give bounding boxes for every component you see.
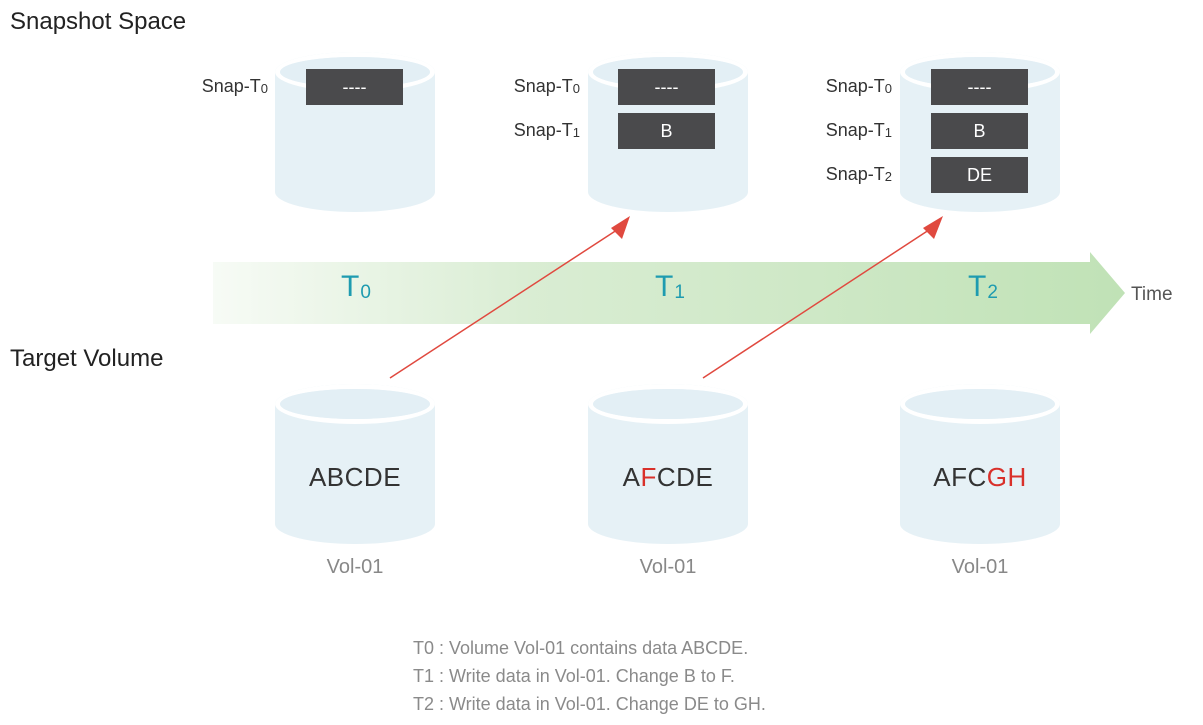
volume-name: Vol-01 — [951, 556, 1009, 578]
volume-name: Vol-01 — [326, 556, 384, 578]
time-point-t1: T1 — [655, 270, 685, 303]
snapshot-space-title: Snapshot Space — [10, 8, 187, 35]
snapshot-block: DE — [931, 157, 1028, 193]
time-axis-label: Time — [1131, 284, 1173, 305]
snap-label: Snap-T0 — [825, 76, 892, 96]
snapshot-block: ---- — [618, 69, 715, 105]
snap-label: Snap-T2 — [825, 164, 892, 184]
target-volume-title: Target Volume — [10, 345, 164, 372]
snap-label: Snap-T0 — [201, 76, 268, 96]
volume-data-t0: ABCDE — [308, 462, 402, 492]
legend-notes: T0 : Volume Vol-01 contains data ABCDE. … — [413, 634, 766, 718]
snapshot-block: B — [618, 113, 715, 149]
note-line: T0 : Volume Vol-01 contains data ABCDE. — [413, 638, 749, 658]
snapshot-block: ---- — [931, 69, 1028, 105]
time-point-t2: T2 — [968, 270, 998, 303]
volume-cylinder-t2 — [900, 384, 1060, 544]
volume-name: Vol-01 — [639, 556, 697, 578]
snap-label: Snap-T1 — [825, 120, 892, 140]
volume-data-t2: AFCGH — [933, 462, 1027, 492]
volume-cylinder-t0 — [275, 384, 435, 544]
note-line: T1 : Write data in Vol-01. Change B to F… — [413, 666, 735, 686]
volume-cylinder-t1 — [588, 384, 748, 544]
snap-label: Snap-T1 — [513, 120, 580, 140]
snapshot-block: B — [931, 113, 1028, 149]
note-line: T2 : Write data in Vol-01. Change DE to … — [413, 694, 766, 714]
volume-data-t1: AFCDE — [622, 462, 714, 492]
time-point-t0: T0 — [341, 270, 371, 303]
snapshot-block: ---- — [306, 69, 403, 105]
snap-label: Snap-T0 — [513, 76, 580, 96]
